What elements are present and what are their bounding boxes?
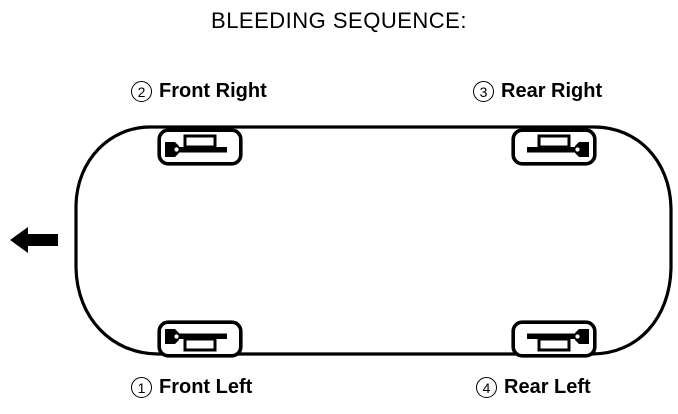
- front-direction-arrow: [10, 227, 58, 253]
- arrow-icon: [10, 227, 58, 253]
- page-title: BLEEDING SEQUENCE:: [211, 8, 467, 33]
- brake-caliper-bleeder-icon-front-left: [157, 320, 243, 358]
- corner-label-rear-left: 4 Rear Left: [476, 376, 591, 399]
- corner-label-front-right: 2 Front Right: [131, 80, 267, 103]
- corner-label-front-left: 1 Front Left: [131, 376, 252, 399]
- brake-caliper-bleeder-icon-rear-right: [511, 128, 597, 166]
- sequence-number-2: 2: [131, 81, 152, 102]
- brake-caliper-bleeder-icon-rear-left: [511, 320, 597, 358]
- corner-label-text-front-left: Front Left: [159, 376, 253, 398]
- corner-label-text-front-right: Front Right: [159, 80, 267, 102]
- brake-caliper-bleeder-icon-front-right: [157, 128, 243, 166]
- sequence-number-3: 3: [473, 81, 494, 102]
- corner-label-rear-right: 3 Rear Right: [473, 80, 602, 103]
- corner-label-text-rear-right: Rear Right: [501, 80, 603, 102]
- sequence-number-1: 1: [131, 377, 152, 398]
- corner-label-text-rear-left: Rear Left: [504, 376, 591, 398]
- sequence-number-4: 4: [476, 377, 497, 398]
